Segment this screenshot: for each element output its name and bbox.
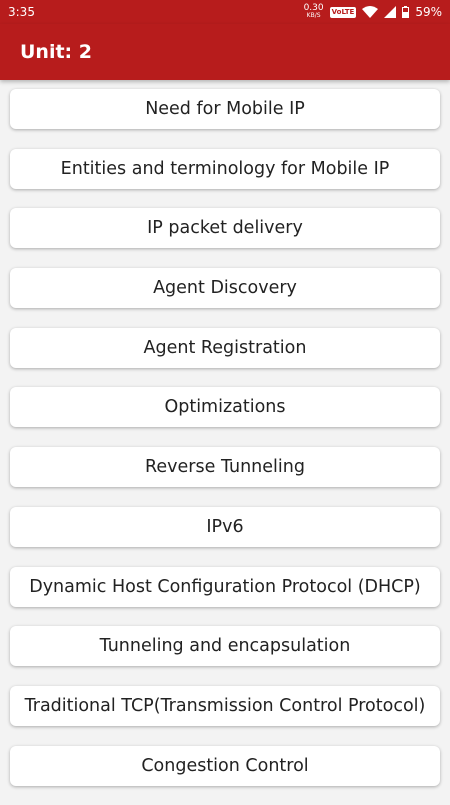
topic-label: Dynamic Host Configuration Protocol (DHC…	[29, 576, 421, 597]
topic-label: IPv6	[206, 516, 244, 537]
topic-label: Need for Mobile IP	[145, 99, 305, 119]
topic-item-traditional-tcp[interactable]: Traditional TCP(Transmission Control Pro…	[10, 685, 440, 726]
battery-percentage: 59%	[415, 5, 442, 19]
topic-item-congestion-control[interactable]: Congestion Control	[10, 745, 440, 786]
topic-item-need-for-mobile-ip[interactable]: Need for Mobile IP	[10, 89, 440, 129]
volte-badge: VoLTE	[329, 6, 357, 18]
battery-icon	[402, 6, 410, 18]
topic-item-ip-packet-delivery[interactable]: IP packet delivery	[10, 208, 440, 249]
topic-item-agent-discovery[interactable]: Agent Discovery	[10, 268, 440, 309]
topic-item-entities-terminology[interactable]: Entities and terminology for Mobile IP	[10, 148, 440, 189]
topic-item-optimizations[interactable]: Optimizations	[10, 387, 440, 428]
app-bar: Unit: 2	[0, 24, 450, 80]
topic-label: Traditional TCP(Transmission Control Pro…	[24, 695, 426, 716]
network-speed-unit: KB/S	[306, 12, 321, 19]
network-speed: 0.30 KB/S	[304, 4, 324, 20]
signal-icon	[384, 6, 397, 18]
topic-label: Optimizations	[164, 397, 286, 418]
status-bar: 3:35 0.30 KB/S VoLTE 59%	[0, 0, 450, 24]
topic-label: Agent Registration	[143, 337, 307, 358]
topic-label: Entities and terminology for Mobile IP	[60, 158, 390, 179]
page-title: Unit: 2	[20, 41, 92, 63]
topic-item-tunneling-encapsulation[interactable]: Tunneling and encapsulation	[10, 626, 440, 667]
status-icons: 0.30 KB/S VoLTE 59%	[304, 4, 442, 20]
topic-label: Tunneling and encapsulation	[99, 636, 351, 657]
topic-item-reverse-tunneling[interactable]: Reverse Tunneling	[10, 447, 440, 488]
topic-item-ipv6[interactable]: IPv6	[10, 506, 440, 547]
topic-label: Agent Discovery	[153, 278, 297, 299]
status-time: 3:35	[8, 5, 35, 19]
topic-item-agent-registration[interactable]: Agent Registration	[10, 327, 440, 368]
topic-list: Need for Mobile IP Entities and terminol…	[10, 89, 440, 805]
wifi-icon	[362, 6, 379, 18]
topic-label: Congestion Control	[141, 755, 309, 776]
topic-label: IP packet delivery	[147, 218, 303, 239]
topic-item-dhcp[interactable]: Dynamic Host Configuration Protocol (DHC…	[10, 566, 440, 607]
topic-label: Reverse Tunneling	[145, 457, 305, 478]
network-speed-value: 0.30	[303, 3, 324, 13]
